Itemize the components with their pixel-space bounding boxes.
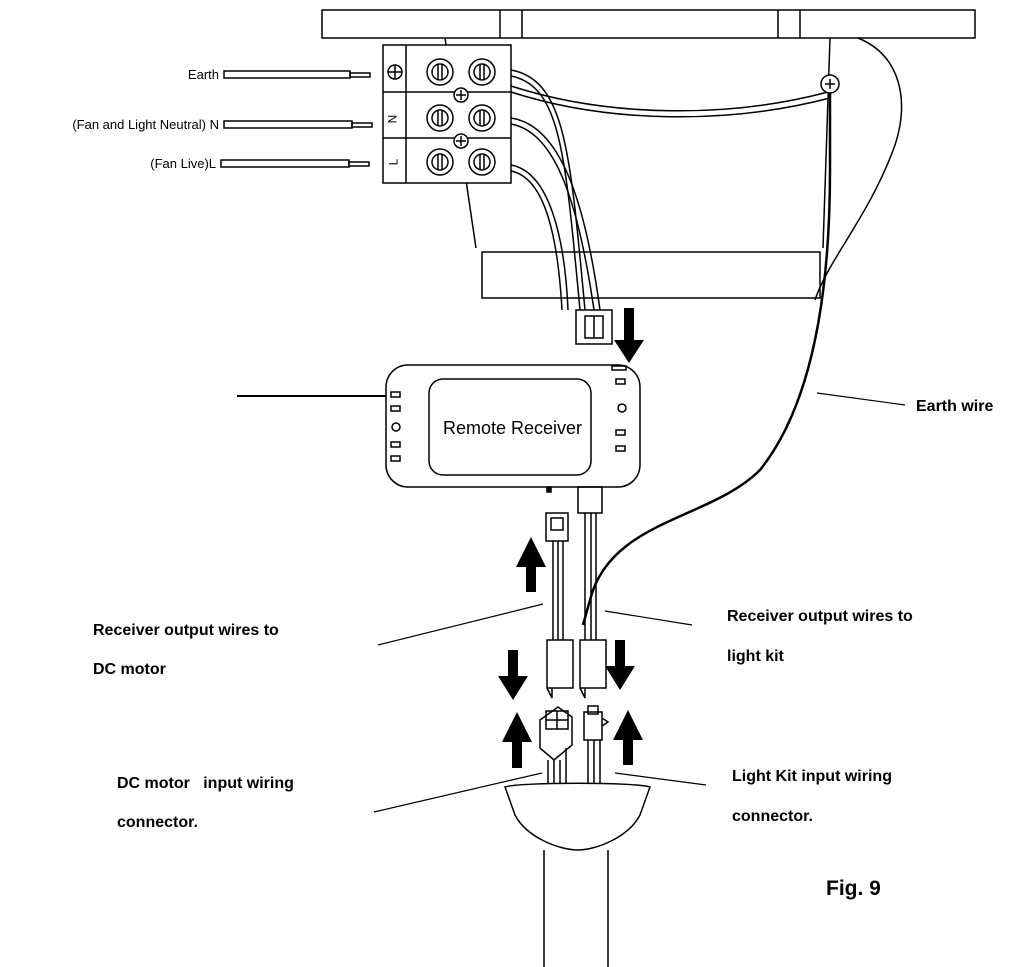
remote-receiver-box (385, 364, 641, 488)
terminal-screw-icon (468, 104, 496, 132)
earth-wire (581, 93, 832, 626)
motor-output-callout-line1: Receiver output wires to (93, 622, 279, 639)
light-input-callout-line2: connector. (732, 808, 813, 825)
supply-wire-neutral (223, 120, 373, 129)
terminal-screw-icon (426, 104, 454, 132)
arrow-down-icon (498, 650, 528, 700)
terminal-output-wires (510, 69, 601, 311)
terminal-letter-n: N (385, 114, 400, 124)
arrow-up-icon (613, 710, 643, 765)
fan-input-connectors (539, 705, 610, 790)
arrow-down-icon (605, 640, 635, 690)
hanger-plate (481, 251, 821, 299)
remote-receiver-label: Remote Receiver (443, 418, 583, 438)
earth-wire-callout: Earth wire (916, 398, 994, 415)
downrod-assembly (504, 782, 651, 967)
neutral-supply-label: (Fan and Light Neutral) N (72, 117, 219, 132)
supply-wire-earth (223, 70, 371, 79)
terminal-screw-icon (426, 58, 454, 86)
leader-lines (373, 392, 906, 813)
supply-wire-live (220, 159, 370, 168)
arrow-up-icon (502, 712, 532, 768)
light-output-callout-line1: Receiver output wires to (727, 608, 913, 625)
earth-screw-icon (820, 74, 840, 94)
arrow-icons (498, 308, 644, 768)
receiver-output-plugs (546, 639, 607, 699)
earth-supply-label: Earth (187, 67, 219, 82)
figure-label: Fig. 9 (826, 877, 881, 900)
terminal-screws (426, 58, 496, 176)
live-supply-label: (Fan Live)L (150, 156, 216, 171)
receiver-output-wires (545, 486, 603, 640)
earth-symbol-icon (387, 64, 403, 80)
terminal-letter-l: L (386, 158, 401, 166)
terminal-screw-icon (468, 148, 496, 176)
terminal-screw-icon (426, 148, 454, 176)
earth-loop-wire (510, 85, 831, 118)
motor-output-callout-line2: DC motor (93, 661, 166, 678)
arrow-up-icon (516, 537, 546, 592)
terminal-screw-icon (468, 58, 496, 86)
supply-connector-plug (575, 309, 613, 345)
light-output-callout-line2: light kit (727, 648, 784, 665)
light-input-callout-line1: Light Kit input wiring (732, 768, 892, 785)
arrow-down-icon (614, 308, 644, 363)
motor-input-callout-line2: connector. (117, 814, 198, 831)
motor-input-callout-line1: DC motor input wiring (117, 775, 294, 792)
